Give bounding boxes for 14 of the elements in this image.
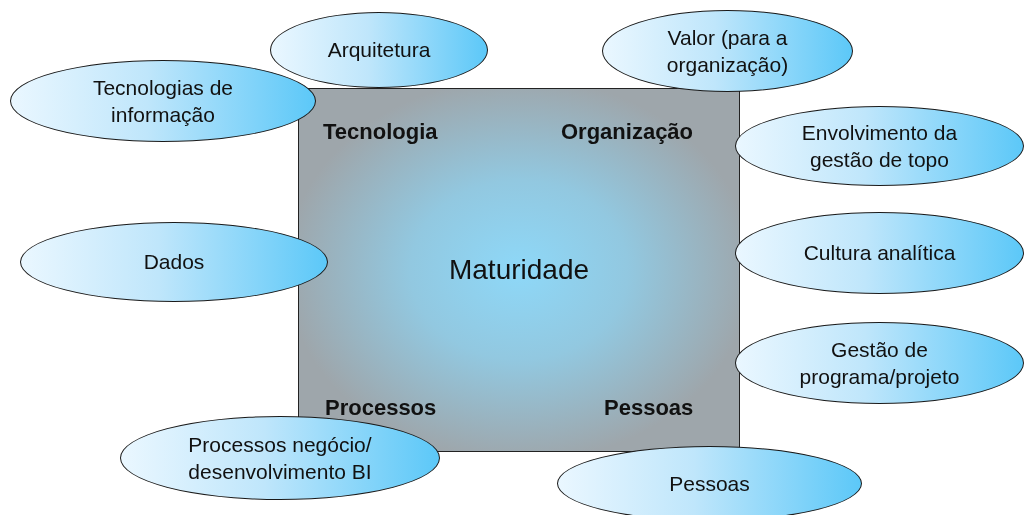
node-label: Dados (143, 249, 205, 276)
node-label: Arquitetura (327, 37, 431, 64)
center-label: Maturidade (448, 254, 590, 286)
node-label: Valor (para a organização) (665, 24, 790, 78)
node-label: Tecnologias de informação (91, 74, 235, 128)
node-label: Cultura analítica (803, 240, 956, 267)
node-label: Envolvimento da gestão de topo (800, 119, 959, 173)
node-label: Gestão de programa/projeto (798, 336, 961, 390)
corner-label: Tecnologia (323, 119, 438, 145)
node-label: Pessoas (669, 470, 750, 497)
node-label: Processos negócio/ desenvolvimento BI (187, 431, 373, 485)
corner-label: Processos (325, 395, 437, 421)
corner-label: Organização (561, 119, 694, 145)
corner-label: Pessoas (604, 395, 694, 421)
